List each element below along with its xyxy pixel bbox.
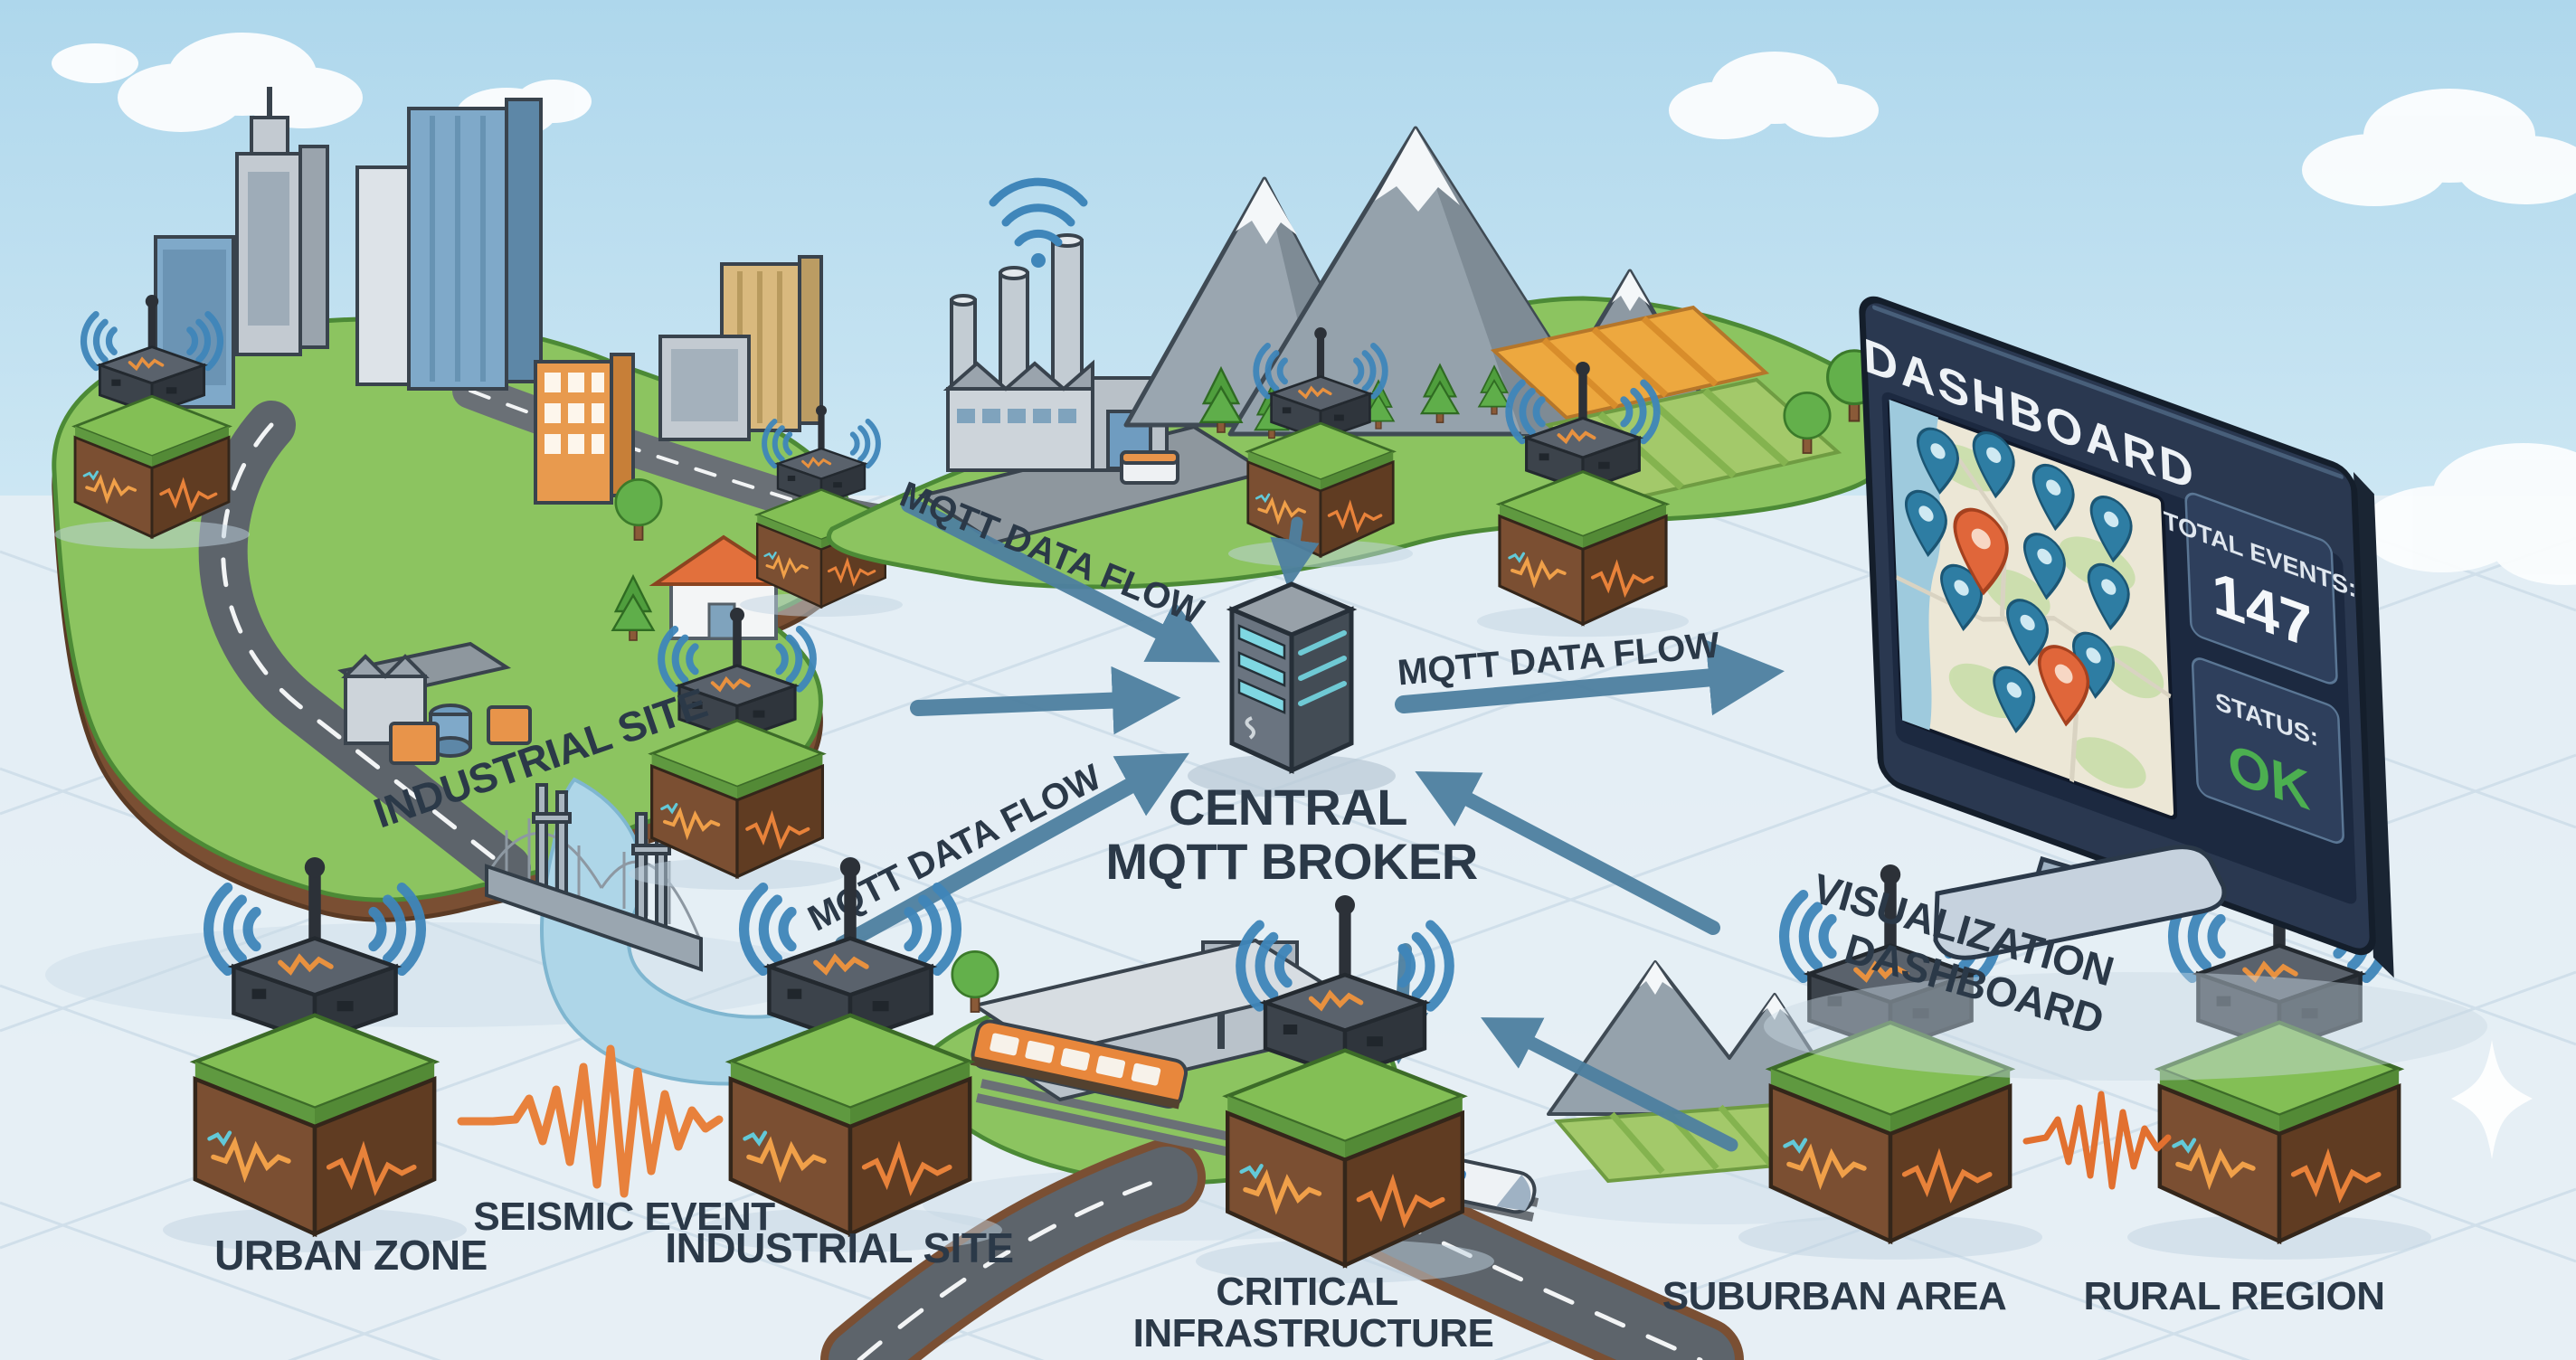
cloud-icon bbox=[2361, 443, 2576, 585]
monitor-shadow bbox=[1764, 972, 2487, 1081]
critical-infrastructure-label-line1: CRITICAL bbox=[1216, 1270, 1397, 1314]
dashboard-map bbox=[1887, 399, 2178, 820]
city-buildings bbox=[154, 87, 823, 505]
dashboard-stats: TOTAL EVENTS: 147 STATUS: OK bbox=[2163, 492, 2357, 845]
seismic-waveform-icon bbox=[457, 1044, 724, 1198]
mqtt-flow-arrows bbox=[835, 496, 1785, 1152]
seismic-waveform-icon-small bbox=[2022, 1091, 2172, 1190]
seismic-event-label: SEISMIC EVENT bbox=[473, 1195, 775, 1239]
wifi-icon bbox=[989, 177, 1088, 268]
cloud-icon bbox=[52, 33, 2576, 206]
urban-zone-label: URBAN ZONE bbox=[214, 1232, 488, 1279]
central-mqtt-broker-server bbox=[1188, 581, 1396, 798]
suburban-area-label: SUBURBAN AREA bbox=[1662, 1274, 2007, 1318]
industrial-site-lower-label: INDUSTRIAL SITE bbox=[665, 1224, 1013, 1271]
critical-infrastructure-label-line2: INFRASTRUCTURE bbox=[1133, 1311, 1494, 1355]
monitor-stand bbox=[1933, 845, 2227, 960]
broker-label-line2: MQTT BROKER bbox=[1105, 833, 1477, 890]
dashboard-monitor: DASHBOARD TOTAL EVENTS: 147 STATUS: OK bbox=[1859, 296, 2394, 978]
industrial-complex bbox=[337, 641, 532, 765]
rural-region-label: RURAL REGION bbox=[2084, 1274, 2385, 1318]
broker-label-line1: CENTRAL bbox=[1169, 779, 1407, 836]
sparkle-icon bbox=[2451, 1040, 2533, 1159]
